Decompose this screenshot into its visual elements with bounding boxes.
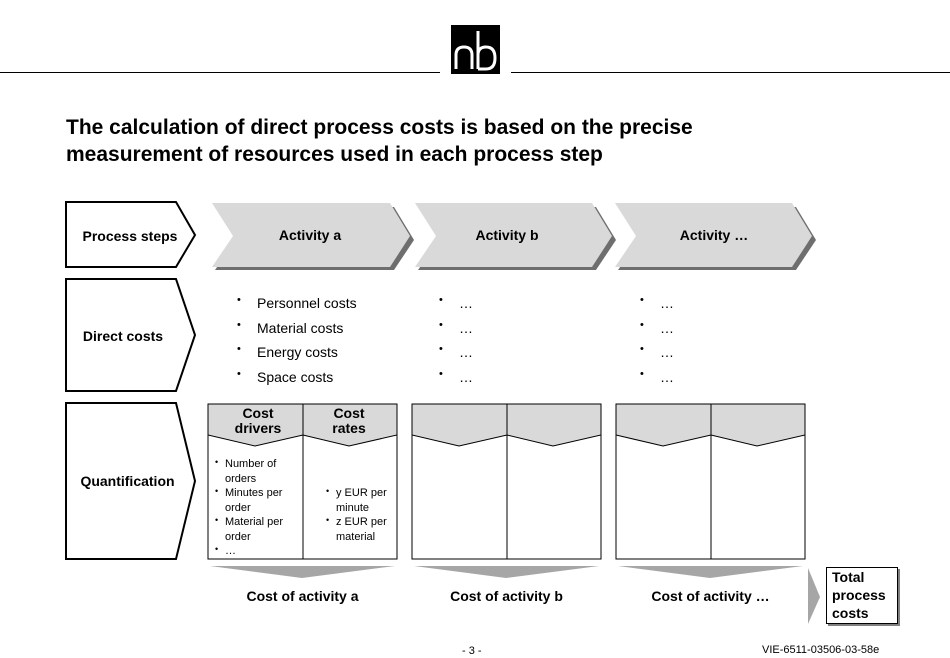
down-arrow-a (210, 566, 395, 578)
row-label-direct-costs-shape (65, 278, 197, 392)
direct-costs-list-c: … … … … (640, 288, 740, 390)
list-item: z EUR per material (326, 513, 398, 544)
activity-label-b: Activity b (475, 227, 539, 243)
total-line-3: costs (832, 605, 869, 621)
list-item: … (439, 337, 539, 365)
right-arrow-total (808, 568, 820, 624)
chevron-activity-b (415, 203, 612, 267)
row-label-process-steps-shape (65, 201, 197, 268)
list-item: Space costs (237, 362, 407, 390)
direct-costs-list-b: … … … … (439, 288, 539, 390)
row-label-quantification: Quantification (80, 473, 175, 489)
row-label-quantification-shape (65, 402, 197, 560)
document-id: VIE-6511-03506-03-58e (762, 644, 880, 656)
list-item: … (439, 313, 539, 341)
list-item: … (640, 362, 740, 390)
list-item: … (640, 337, 740, 365)
list-item: Minutes per order (215, 484, 301, 515)
list-item: … (439, 288, 539, 316)
activity-label-a: Activity a (278, 227, 342, 243)
page-number: - 3 - (462, 645, 482, 657)
cost-rates-list: y EUR per minute z EUR per material (326, 484, 398, 544)
total-line-1: Total (832, 569, 865, 585)
down-arrow-c (618, 566, 803, 578)
chevron-activity-c (615, 203, 812, 267)
cost-drivers-header: Cost drivers (234, 405, 282, 436)
list-item: … (640, 313, 740, 341)
header-rule-left (0, 72, 440, 73)
list-item: … (640, 288, 740, 316)
rb-logo (451, 25, 500, 74)
list-item: Personnel costs (237, 288, 407, 316)
header-rule-right (511, 72, 950, 73)
quant-box-b (411, 403, 602, 560)
list-item: y EUR per minute (326, 484, 398, 515)
list-item: … (439, 362, 539, 390)
list-item: Energy costs (237, 337, 407, 365)
quant-box-c (615, 403, 806, 560)
row-label-direct-costs: Direct costs (82, 328, 164, 344)
chevron-activity-a (212, 203, 410, 267)
activity-label-c: Activity … (679, 227, 749, 243)
cost-of-activity-b: Cost of activity b (450, 588, 563, 604)
cost-of-activity-a: Cost of activity a (246, 588, 359, 604)
list-item: Material costs (237, 313, 407, 341)
list-item: Material per order (215, 513, 301, 544)
cost-of-activity-c: Cost of activity … (651, 588, 770, 604)
page-title: The calculation of direct process costs … (66, 116, 693, 166)
cost-rates-header: Cost rates (332, 405, 366, 436)
list-item: … (215, 542, 301, 559)
row-label-process-steps: Process steps (82, 228, 178, 244)
down-arrow-b (414, 566, 599, 578)
cost-drivers-list: Number of orders Minutes per order Mater… (215, 455, 301, 559)
total-process-costs-box: Total process costs (826, 567, 898, 624)
list-item: Number of orders (215, 455, 301, 486)
direct-costs-list-a: Personnel costs Material costs Energy co… (237, 288, 407, 390)
total-line-2: process (832, 587, 886, 603)
